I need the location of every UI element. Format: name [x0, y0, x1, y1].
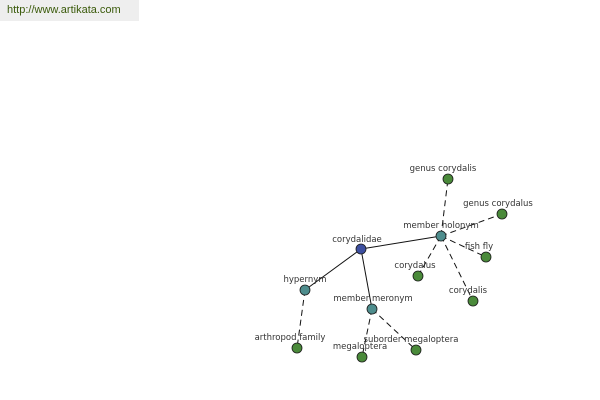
- node-arthropod-family[interactable]: [291, 342, 303, 354]
- edge-meronym-megaloptera: [361, 308, 373, 358]
- node-corydalus[interactable]: [412, 270, 424, 282]
- node-hypernym[interactable]: [299, 284, 311, 296]
- edge-corydalidae-member-meronym: [360, 248, 373, 310]
- edge-corydalidae-member-holonym: [360, 235, 442, 250]
- label-corydalidae: corydalidae: [332, 235, 382, 245]
- label-megaloptera: megaloptera: [333, 342, 387, 352]
- label-arthropod-family: arthropod family: [255, 333, 326, 343]
- edge-holonym-corydalis: [440, 235, 474, 302]
- label-corydalis: corydalis: [449, 286, 488, 296]
- label-suborder-megaloptera: suborder megaloptera: [364, 335, 459, 345]
- edge-meronym-suborder-megaloptera: [371, 308, 417, 351]
- node-megaloptera[interactable]: [356, 351, 368, 363]
- edge-corydalidae-hypernym: [304, 248, 362, 291]
- node-genus-corydalis[interactable]: [442, 173, 454, 185]
- label-hypernym: hypernym: [283, 275, 326, 285]
- label-genus-corydalus: genus corydalus: [463, 199, 533, 209]
- label-member-holonym: member holonym: [403, 221, 478, 231]
- node-corydalidae[interactable]: [355, 243, 367, 255]
- edge-holonym-corydalus: [417, 235, 442, 277]
- label-member-meronym: member meronym: [333, 294, 412, 304]
- node-corydalis[interactable]: [467, 295, 479, 307]
- node-suborder-megaloptera[interactable]: [410, 344, 422, 356]
- node-fish-fly[interactable]: [480, 251, 492, 263]
- label-fish-fly: fish fly: [465, 242, 493, 252]
- watermark-url: http://www.artikata.com: [0, 0, 139, 21]
- edge-holonym-fish-fly: [440, 235, 487, 258]
- node-member-meronym[interactable]: [366, 303, 378, 315]
- label-corydalus: corydalus: [394, 261, 436, 271]
- label-genus-corydalis: genus corydalis: [410, 164, 477, 174]
- node-member-holonym[interactable]: [435, 230, 447, 242]
- node-genus-corydalus[interactable]: [496, 208, 508, 220]
- edge-holonym-genus-corydalus: [440, 213, 503, 237]
